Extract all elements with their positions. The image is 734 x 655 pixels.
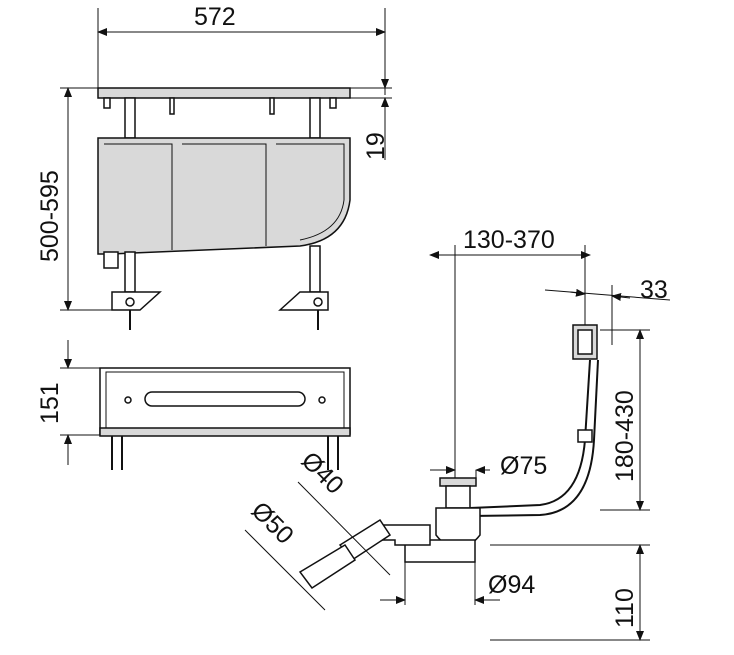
dim-offset-range-label: 130-370 <box>463 226 555 254</box>
dim-width-label: 572 <box>194 3 236 31</box>
box-front-view <box>60 340 351 470</box>
dim-waste-diameter-label: Ø75 <box>500 452 547 480</box>
waste-overflow-set <box>244 245 671 641</box>
slot <box>144 391 306 407</box>
top-plate <box>97 87 351 99</box>
dim-pipe-40-label: Ø40 <box>296 446 349 499</box>
dim-overflow-height-label: 180-430 <box>611 390 639 482</box>
dim-box-height-label: 151 <box>36 382 64 424</box>
dim-height-range-label: 500-595 <box>36 170 64 262</box>
dim-trap-height-label: 110 <box>611 588 639 628</box>
dim-trap-diameter-label: Ø94 <box>488 571 535 599</box>
frame-side-view <box>60 8 392 330</box>
dim-overflow-offset-label: 33 <box>640 276 668 304</box>
dim-plate-label: 19 <box>362 132 390 160</box>
tray-body <box>97 137 351 255</box>
dim-pipe-50-label: Ø50 <box>246 496 299 549</box>
